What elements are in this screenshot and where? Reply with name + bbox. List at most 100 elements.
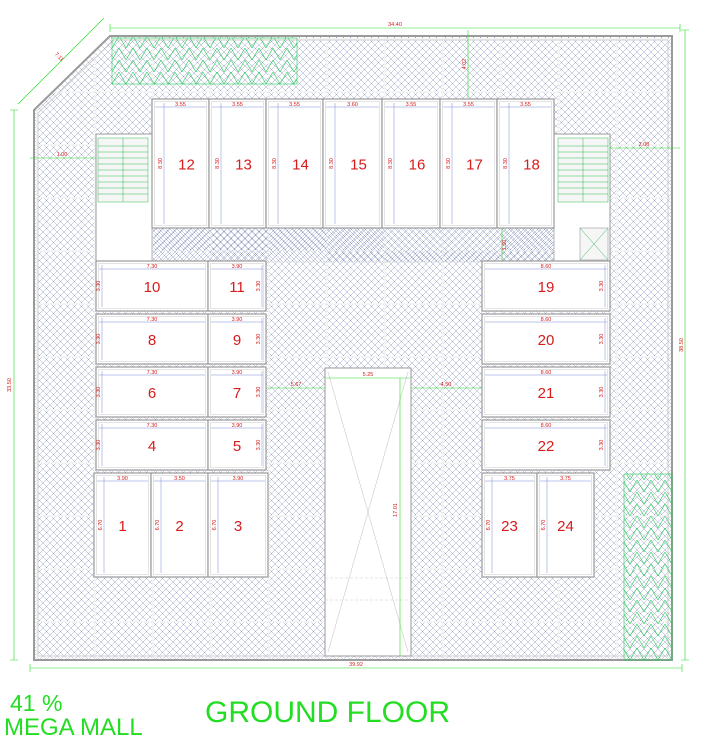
shop-21-inner-wall	[484, 369, 608, 415]
shop-2-width: 3.50	[174, 476, 185, 482]
shop-12-inner-wall	[154, 101, 207, 226]
shop-18-width: 3.55	[520, 102, 531, 108]
shop-16-depth: 8.30	[388, 158, 394, 169]
shop-20-depth: 3.30	[599, 334, 605, 345]
shop-20-inner-wall	[484, 316, 608, 362]
shop-11-width: 3.90	[232, 264, 243, 270]
shop-number-14: 14	[292, 157, 309, 174]
shop-number-12: 12	[178, 157, 195, 174]
shop-5[interactable]	[207, 419, 267, 471]
shop-number-16: 16	[409, 157, 426, 174]
shop-9[interactable]	[207, 313, 267, 365]
shop-number-4: 4	[148, 438, 156, 455]
shop-19-width: 8.60	[541, 264, 552, 270]
shop-15-depth: 8.30	[329, 158, 335, 169]
shop-21-depth: 3.30	[599, 387, 605, 398]
shop-16-width: 3.55	[406, 102, 417, 108]
shop-10-depth: 3.30	[96, 281, 102, 292]
entrance-ramp-right	[623, 473, 673, 661]
shop-6-inner-wall	[98, 369, 206, 415]
shop-24-width: 3.75	[560, 476, 571, 482]
shop-number-24: 24	[557, 518, 574, 535]
shop-number-23: 23	[501, 518, 518, 535]
shop-number-19: 19	[538, 279, 555, 296]
shop-1-depth: 6.70	[98, 520, 104, 531]
dim-bottom: 39.92	[349, 662, 363, 668]
shop-22-depth: 3.30	[599, 440, 605, 451]
shop-12[interactable]	[151, 98, 210, 229]
shop-4-width: 7.30	[147, 423, 158, 429]
shop-number-10: 10	[144, 279, 161, 296]
shop-3-depth: 6.70	[212, 520, 218, 531]
shop-7[interactable]	[207, 366, 267, 418]
shop-17[interactable]	[439, 98, 498, 229]
shop-23-inner-wall	[484, 475, 535, 575]
dim-chamfer: 7.11	[53, 52, 65, 64]
shop-8[interactable]	[95, 313, 209, 365]
shop-7-width: 3.90	[232, 370, 243, 376]
shop-number-11: 11	[229, 279, 245, 296]
shop-9-width: 3.90	[232, 317, 243, 323]
atrium	[324, 367, 412, 657]
shop-16-inner-wall	[384, 101, 438, 226]
shop-8-inner-wall	[98, 316, 206, 362]
shop-24-depth: 6.70	[541, 520, 547, 531]
dim-left: 33.50	[7, 378, 13, 392]
shop-19[interactable]	[481, 260, 611, 312]
shop-4-depth: 3.30	[96, 440, 102, 451]
shop-19-inner-wall	[484, 263, 608, 309]
shop-7-inner-wall	[210, 369, 264, 415]
shop-10[interactable]	[95, 260, 209, 312]
shop-number-2: 2	[175, 518, 183, 535]
shop-8-depth: 3.30	[96, 334, 102, 345]
shop-number-9: 9	[233, 332, 241, 349]
dim-top: 34.40	[388, 22, 402, 28]
shop-23[interactable]	[481, 472, 538, 578]
shop-number-6: 6	[148, 385, 156, 402]
shop-number-8: 8	[148, 332, 156, 349]
shop-6[interactable]	[95, 366, 209, 418]
shop-16[interactable]	[381, 98, 441, 229]
shop-12-depth: 8.30	[158, 158, 164, 169]
shop-number-18: 18	[523, 157, 540, 174]
shop-18[interactable]	[496, 98, 555, 229]
dim-top-gap: 4.02	[462, 59, 468, 70]
shop-number-5: 5	[233, 438, 241, 455]
occupancy-percent: 41 %	[10, 690, 63, 716]
shop-1-inner-wall	[96, 475, 149, 575]
shop-14-inner-wall	[268, 101, 321, 226]
shop-number-15: 15	[350, 157, 367, 174]
shop-22[interactable]	[481, 419, 611, 471]
shop-2-inner-wall	[153, 475, 206, 575]
dim-atrium-left-gap: 5.67	[291, 382, 302, 388]
shop-number-17: 17	[466, 157, 483, 174]
shop-13-width: 3.55	[232, 102, 243, 108]
shop-13[interactable]	[208, 98, 267, 229]
shop-18-depth: 8.30	[503, 158, 509, 169]
shop-6-width: 7.30	[147, 370, 158, 376]
shop-22-inner-wall	[484, 422, 608, 468]
shop-13-depth: 8.30	[215, 158, 221, 169]
entrance-ramp-top	[111, 37, 298, 85]
shop-6-depth: 3.30	[96, 387, 102, 398]
shop-3-width: 3.90	[233, 476, 244, 482]
shop-15-inner-wall	[325, 101, 380, 226]
dim-right: 38.50	[679, 338, 685, 352]
shop-18-inner-wall	[499, 101, 552, 226]
shop-2[interactable]	[150, 472, 209, 578]
shop-22-width: 8.60	[541, 423, 552, 429]
dim-atrium-width: 5.25	[363, 372, 374, 378]
shop-17-width: 3.55	[463, 102, 474, 108]
shop-number-20: 20	[538, 332, 555, 349]
shop-14-width: 3.55	[289, 102, 300, 108]
shop-24[interactable]	[536, 472, 595, 578]
shop-20[interactable]	[481, 313, 611, 365]
shop-11[interactable]	[207, 260, 267, 312]
shop-4-inner-wall	[98, 422, 206, 468]
shop-24-inner-wall	[539, 475, 592, 575]
dim-left-stair-gap: 1.00	[57, 152, 68, 158]
shop-21[interactable]	[481, 366, 611, 418]
shop-14-depth: 8.30	[272, 158, 278, 169]
shop-21-width: 8.60	[541, 370, 552, 376]
shop-14[interactable]	[265, 98, 324, 229]
